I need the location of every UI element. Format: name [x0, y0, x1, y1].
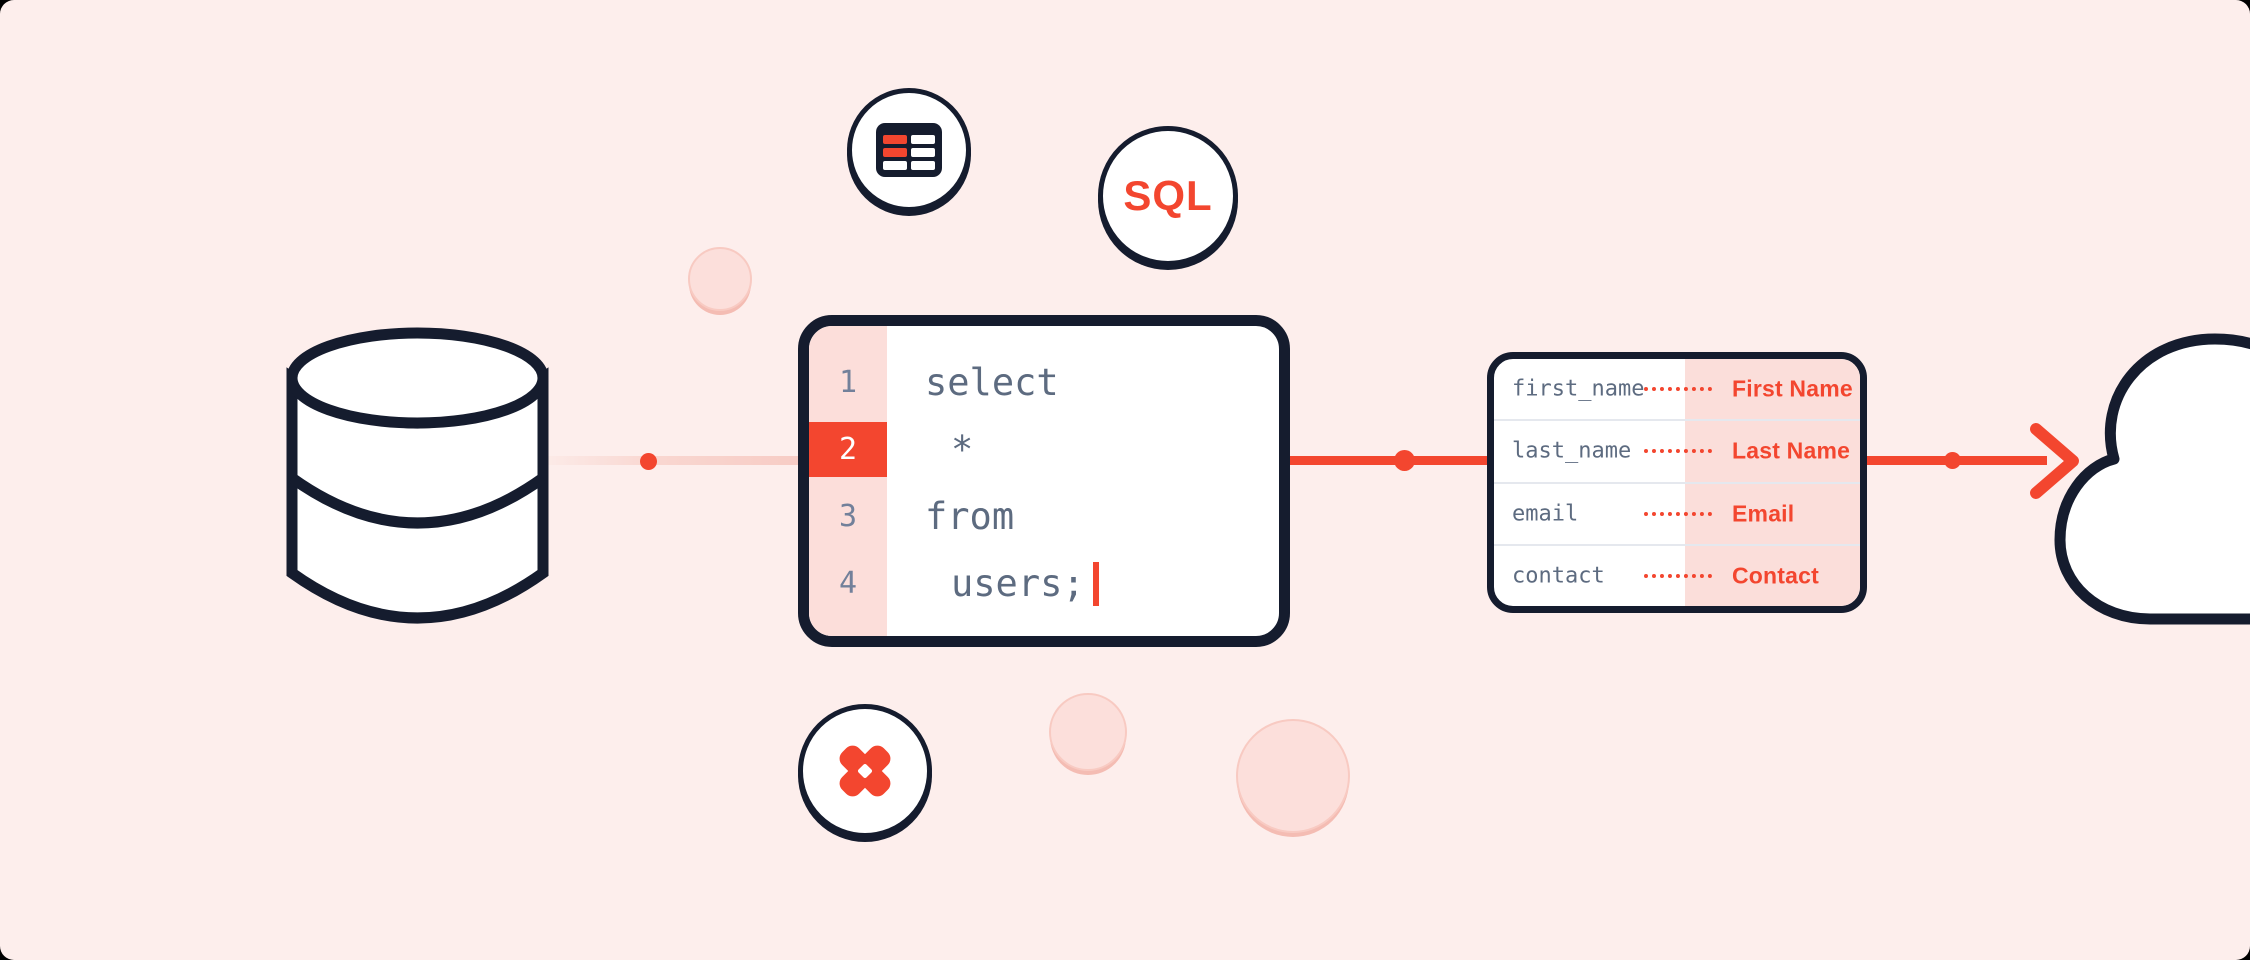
- line-number: 2: [838, 432, 858, 467]
- code-line: 1 select: [809, 349, 1279, 416]
- dotted-leader-line: [1644, 511, 1712, 516]
- mapping-row: email Email: [1494, 481, 1860, 544]
- target-field-label: Contact: [1732, 562, 1820, 589]
- table-badge: [847, 88, 971, 212]
- text-cursor: [1092, 561, 1099, 606]
- mapping-row: last_name Last Name: [1494, 419, 1860, 481]
- mapping-row: contact Contact: [1494, 543, 1860, 606]
- target-field-label: First Name: [1732, 375, 1853, 402]
- dotted-leader-line: [1644, 573, 1712, 578]
- code-line: 3 from: [809, 483, 1279, 550]
- table-cell: [883, 135, 907, 144]
- editor-highlighted-line-marker: [809, 422, 887, 477]
- source-field-name: first_name: [1512, 376, 1645, 402]
- field-mapping-table: first_name First Name last_name Last Nam…: [1487, 352, 1867, 613]
- source-field-name: email: [1512, 501, 1579, 527]
- database-icon: [286, 327, 549, 624]
- mapping-row: first_name First Name: [1494, 359, 1860, 419]
- source-field-name: contact: [1512, 563, 1605, 589]
- target-field-label: Last Name: [1732, 437, 1851, 464]
- decorative-circle-large: [1236, 719, 1350, 833]
- sql-code-editor: 1 select 2 * 3 from 4 users;: [798, 315, 1290, 647]
- code-line: 4 users;: [809, 550, 1279, 617]
- line-number: 3: [838, 499, 858, 534]
- table-cell: [883, 148, 907, 157]
- editor-line-number-gutter: [809, 326, 887, 636]
- code-text: from: [925, 495, 1015, 538]
- connector-dot-left: [640, 453, 657, 470]
- cloud-icon: [2054, 333, 2250, 625]
- line-number: 4: [838, 566, 858, 601]
- sql-badge-label: SQL: [1123, 172, 1213, 219]
- dbt-logo-icon: [839, 745, 891, 797]
- table-cell: [911, 161, 935, 170]
- connector-dot-middle: [1394, 450, 1415, 471]
- table-cell: [911, 135, 935, 144]
- decorative-circle-medium: [1049, 693, 1127, 771]
- connector-database-to-editor: [543, 456, 799, 465]
- target-field-label: Email: [1732, 500, 1795, 527]
- table-cell: [911, 148, 935, 157]
- connector-dot-right: [1944, 452, 1961, 469]
- connector-editor-to-table: [1280, 456, 1492, 465]
- dotted-leader-line: [1644, 449, 1712, 454]
- source-field-name: last_name: [1512, 438, 1632, 464]
- table-cell: [883, 161, 907, 170]
- arrow-right-icon: [2030, 423, 2079, 499]
- dotted-leader-line: [1644, 387, 1712, 392]
- sql-badge: SQL: [1098, 126, 1238, 266]
- dbt-badge: [798, 704, 932, 838]
- line-number: 1: [838, 365, 858, 400]
- code-text: select: [925, 361, 1059, 404]
- code-text: *: [951, 428, 974, 471]
- code-text: users;: [951, 562, 1085, 605]
- table-grid-icon: [876, 123, 942, 177]
- code-line-highlighted: 2 *: [809, 416, 1279, 483]
- decorative-circle-small: [688, 247, 752, 311]
